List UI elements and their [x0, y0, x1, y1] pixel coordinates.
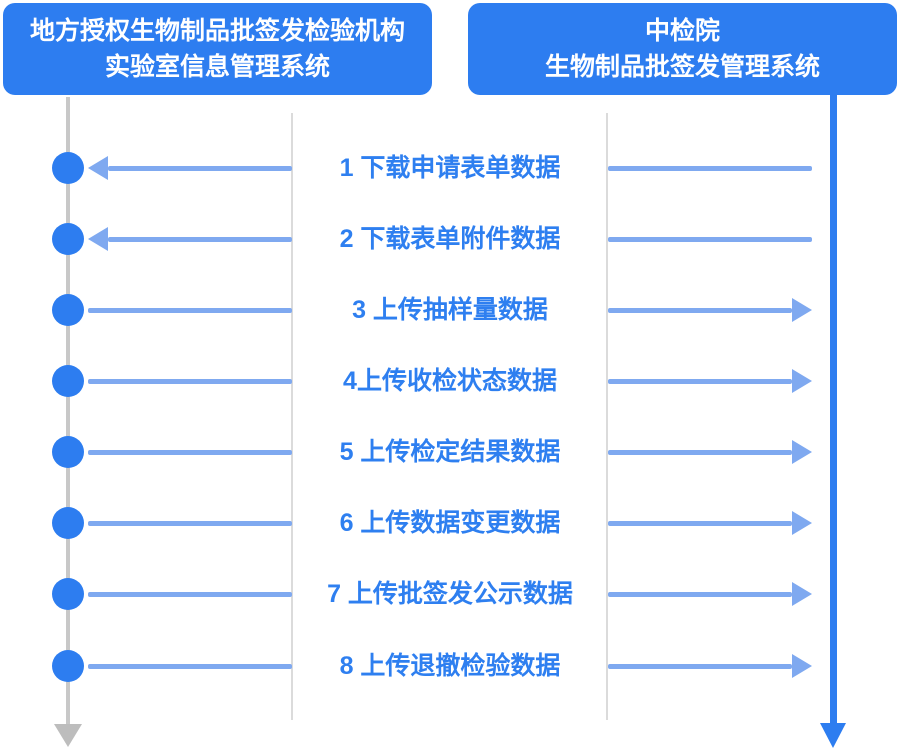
message-row-5: 5 上传检定结果数据 — [0, 432, 900, 472]
actor-right-title-line1: 中检院 — [644, 17, 720, 45]
message-line-left — [88, 520, 292, 526]
lifeline-dot — [52, 294, 84, 326]
message-line-left — [108, 165, 292, 171]
center-column-left-line — [291, 113, 293, 720]
arrow-right-icon — [792, 440, 812, 464]
message-row-1: 1 下载申请表单数据 — [0, 148, 900, 188]
message-label: 7 上传批签发公示数据 — [327, 580, 573, 608]
message-label: 6 上传数据变更数据 — [339, 509, 561, 537]
actor-box-local-lab-lims: 地方授权生物制品批签发检验机构 实验室信息管理系统 — [3, 3, 432, 95]
message-label: 8 上传退撤检验数据 — [339, 652, 561, 680]
lifeline-dot — [52, 507, 84, 539]
arrow-left-icon — [88, 227, 108, 251]
actor-right-title-line2: 生物制品批签发管理系统 — [544, 53, 820, 81]
message-line-right — [608, 378, 792, 384]
message-row-3: 3 上传抽样量数据 — [0, 290, 900, 330]
message-line-left — [88, 663, 292, 669]
message-line-right — [608, 520, 792, 526]
message-row-4: 4上传收检状态数据 — [0, 361, 900, 401]
message-row-7: 7 上传批签发公示数据 — [0, 574, 900, 614]
lifeline-dot — [52, 578, 84, 610]
message-row-8: 8 上传退撤检验数据 — [0, 646, 900, 686]
right-lifeline-down-arrow-icon — [820, 723, 846, 748]
message-line-right — [608, 236, 812, 242]
message-line-right — [608, 165, 812, 171]
message-line-right — [608, 449, 792, 455]
message-row-2: 2 下载表单附件数据 — [0, 219, 900, 259]
message-line-right — [608, 663, 792, 669]
message-line-right — [608, 307, 792, 313]
message-row-6: 6 上传数据变更数据 — [0, 503, 900, 543]
message-label: 1 下载申请表单数据 — [339, 154, 561, 182]
message-line-left — [88, 449, 292, 455]
arrow-right-icon — [792, 369, 812, 393]
message-line-left — [88, 591, 292, 597]
message-line-left — [88, 307, 292, 313]
center-column-right-line — [606, 113, 608, 720]
arrow-right-icon — [792, 654, 812, 678]
message-label: 3 上传抽样量数据 — [352, 296, 548, 324]
arrow-left-icon — [88, 156, 108, 180]
lifeline-dot — [52, 223, 84, 255]
left-lifeline-down-arrow-icon — [54, 724, 82, 747]
lifeline-dot — [52, 152, 84, 184]
arrow-right-icon — [792, 511, 812, 535]
message-label: 2 下载表单附件数据 — [339, 225, 561, 253]
actor-left-title-line1: 地方授权生物制品批签发检验机构 — [29, 17, 405, 45]
arrow-right-icon — [792, 298, 812, 322]
message-line-left — [108, 236, 292, 242]
message-label: 4上传收检状态数据 — [343, 367, 557, 395]
right-lifeline — [830, 95, 837, 724]
message-label: 5 上传检定结果数据 — [339, 438, 561, 466]
lifeline-dot — [52, 365, 84, 397]
message-line-right — [608, 591, 792, 597]
actor-box-nifdc-system: 中检院 生物制品批签发管理系统 — [468, 3, 897, 95]
left-lifeline — [66, 97, 70, 725]
actor-left-title-line2: 实验室信息管理系统 — [104, 53, 330, 81]
lifeline-dot — [52, 650, 84, 682]
message-line-left — [88, 378, 292, 384]
arrow-right-icon — [792, 582, 812, 606]
lifeline-dot — [52, 436, 84, 468]
